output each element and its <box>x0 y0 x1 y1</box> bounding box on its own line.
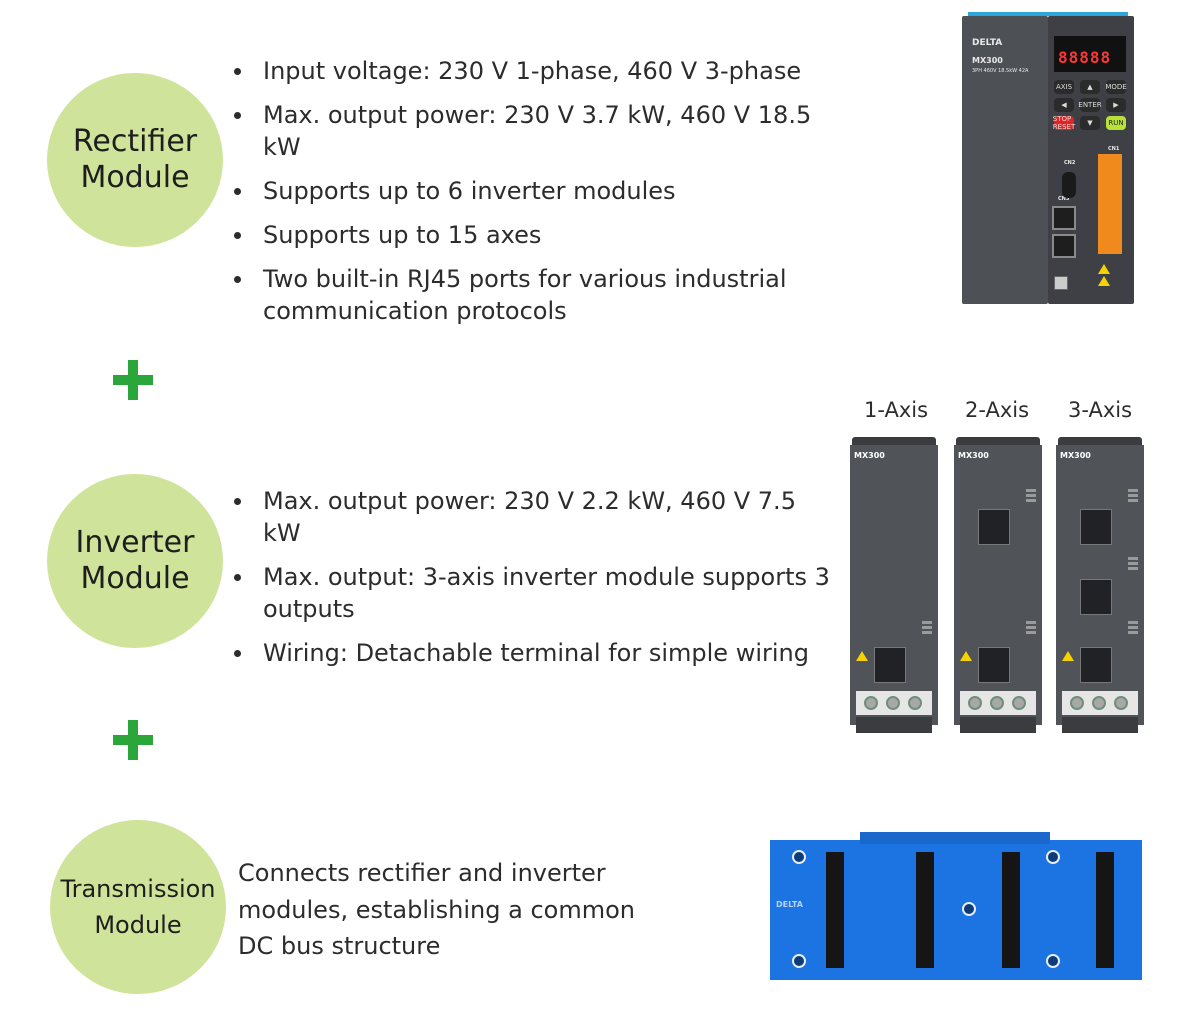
bus-connector <box>826 852 844 968</box>
device-model: MX300 <box>854 451 885 460</box>
rectifier-title-line2: Module <box>80 160 190 195</box>
device-model: MX300 <box>1060 451 1091 460</box>
rectifier-title-line1: Rectifier <box>72 124 198 159</box>
uvw-terminal <box>1080 579 1112 615</box>
list-item: Max. output: 3-axis inverter module supp… <box>231 561 831 625</box>
dc-bus-terminal <box>856 691 932 715</box>
mode-key: MODE <box>1105 80 1127 94</box>
device-head <box>956 437 1040 447</box>
bus-connector <box>1002 852 1020 968</box>
inverter-feature-list: Max. output power: 230 V 2.2 kW, 460 V 7… <box>231 485 831 681</box>
uvw-terminal <box>978 509 1010 545</box>
device-foot <box>856 717 932 733</box>
rj45-port-2 <box>1052 234 1076 258</box>
device-left-panel <box>962 16 1048 304</box>
warning-icon <box>1062 651 1074 661</box>
status-leds <box>906 619 932 639</box>
axis-label-1: 1-Axis <box>864 398 929 422</box>
transmission-title-line2: Module <box>94 911 182 939</box>
status-leds <box>1112 487 1138 507</box>
mount-hole <box>962 902 976 916</box>
transmission-module-image: DELTA <box>770 832 1142 988</box>
ground-terminal <box>1054 276 1068 290</box>
status-leds <box>1112 555 1138 575</box>
rectifier-badge: Rectifier Module <box>47 73 223 247</box>
left-key: ◀ <box>1054 98 1074 112</box>
list-item: Wiring: Detachable terminal for simple w… <box>231 637 831 669</box>
control-terminal <box>1098 154 1122 254</box>
list-item: Max. output power: 230 V 3.7 kW, 460 V 1… <box>231 99 851 163</box>
inverter-title-line2: Module <box>80 561 190 596</box>
plus-icon <box>113 360 153 400</box>
status-leds <box>1010 619 1036 639</box>
rectifier-module-image: DELTA MX300 3PH 460V 18.5kW 42A 88888 AX… <box>958 12 1138 308</box>
enter-key: ENTER <box>1078 98 1102 112</box>
down-key: ▼ <box>1080 116 1100 130</box>
mount-hole <box>1046 850 1060 864</box>
uvw-terminal <box>1080 647 1112 683</box>
inverter-2-axis-image: MX300 <box>950 437 1046 735</box>
uvw-terminal <box>978 647 1010 683</box>
list-item: Two built-in RJ45 ports for various indu… <box>231 263 851 327</box>
module-brand: DELTA <box>776 900 803 909</box>
list-item: Supports up to 15 axes <box>231 219 851 251</box>
device-rating: 3PH 460V 18.5kW 42A <box>972 68 1029 74</box>
inverter-1-axis-image: MX300 <box>846 437 942 735</box>
warning-icon <box>960 651 972 661</box>
inverter-badge: Inverter Module <box>47 474 223 648</box>
bus-connector <box>916 852 934 968</box>
warning-icon <box>856 651 868 661</box>
mount-hole <box>1046 954 1060 968</box>
cn2-label: CN2 <box>1064 160 1076 166</box>
device-foot <box>1062 717 1138 733</box>
cn3-label: CN3 <box>1058 196 1070 202</box>
device-top-strip <box>968 12 1128 16</box>
usb-port <box>1062 172 1076 198</box>
rectifier-feature-list: Input voltage: 230 V 1-phase, 460 V 3-ph… <box>231 55 851 339</box>
transmission-description: Connects rectifier and inverter modules,… <box>238 859 635 960</box>
inverter-3-axis-image: MX300 <box>1052 437 1148 735</box>
dc-bus-terminal <box>1062 691 1138 715</box>
axis-label-3: 3-Axis <box>1068 398 1133 422</box>
transmission-badge: Transmission Module <box>50 820 226 994</box>
module-top-rail <box>860 832 1050 844</box>
up-key: ▲ <box>1080 80 1100 94</box>
stop-reset-key: STOP RESET <box>1052 115 1076 131</box>
axis-key: AXIS <box>1054 80 1074 94</box>
mount-hole <box>792 954 806 968</box>
list-item: Supports up to 6 inverter modules <box>231 175 851 207</box>
device-model: MX300 <box>958 451 989 460</box>
device-brand: DELTA <box>972 38 1003 48</box>
rj45-port-1 <box>1052 206 1076 230</box>
dc-bus-terminal <box>960 691 1036 715</box>
warning-icon <box>1098 276 1110 286</box>
plus-icon <box>113 720 153 760</box>
device-head <box>852 437 936 447</box>
device-head <box>1058 437 1142 447</box>
list-item: Input voltage: 230 V 1-phase, 460 V 3-ph… <box>231 55 851 87</box>
list-item: Max. output power: 230 V 2.2 kW, 460 V 7… <box>231 485 831 549</box>
axis-label-2: 2-Axis <box>965 398 1030 422</box>
warning-icon <box>1098 264 1110 274</box>
run-key: RUN <box>1106 116 1126 130</box>
uvw-terminal <box>874 647 906 683</box>
bus-connector <box>1096 852 1114 968</box>
cn1-label: CN1 <box>1108 146 1120 152</box>
device-model: MX300 <box>972 56 1003 65</box>
mount-hole <box>792 850 806 864</box>
inverter-title-line1: Inverter <box>75 525 195 560</box>
right-key: ▶ <box>1106 98 1126 112</box>
status-leds <box>1112 619 1138 639</box>
status-leds <box>1010 487 1036 507</box>
transmission-title-line1: Transmission <box>60 875 216 903</box>
uvw-terminal <box>1080 509 1112 545</box>
device-display: 88888 <box>1054 36 1126 72</box>
device-body <box>850 445 938 725</box>
device-foot <box>960 717 1036 733</box>
